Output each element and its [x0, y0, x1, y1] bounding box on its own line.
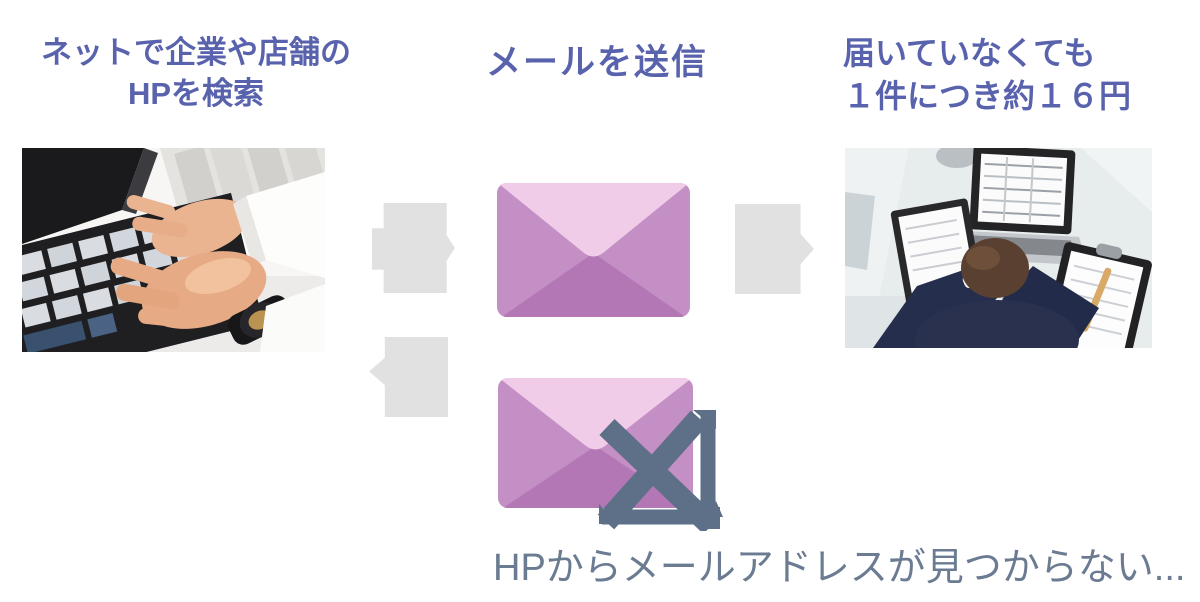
step-search-title-line1: ネットで企業や店舗の — [41, 35, 351, 70]
frustrated-worker-photo — [845, 148, 1152, 348]
step-cost-title: 届いていなくても １件につき約１６円 — [843, 32, 1131, 118]
step-cost-title-line1: 届いていなくても — [843, 35, 1096, 71]
x-mark-icon — [597, 409, 723, 536]
step-search-title-line2: HPを検索 — [127, 76, 265, 111]
step-send-title: メールを送信 — [486, 43, 709, 82]
step-search-title: ネットで企業や店舗の HPを検索 — [0, 32, 392, 114]
envelope-icon — [497, 183, 690, 322]
missing-address-caption: HPからメールアドレスが見つからない... — [493, 547, 1186, 589]
arrow-right-icon — [372, 203, 455, 293]
arrow-right-icon — [735, 204, 814, 294]
envelope-crossed-icon — [498, 378, 693, 513]
arrow-left-icon — [369, 337, 448, 417]
step-cost-title-line2: １件につき約１６円 — [843, 78, 1132, 114]
laptop-typing-photo — [22, 148, 325, 352]
